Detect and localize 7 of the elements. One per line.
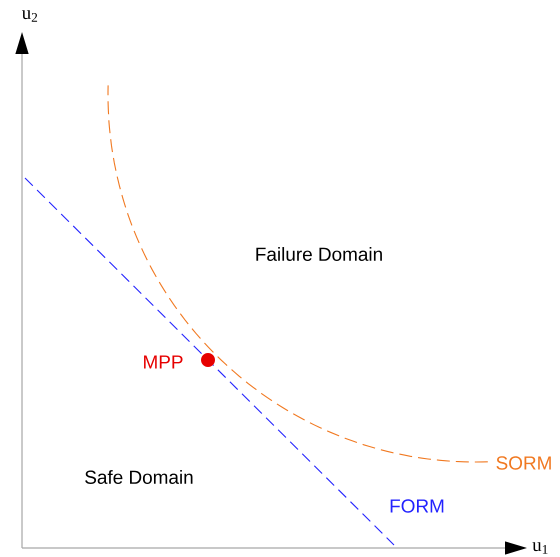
- axis-label: u$_{1}$: [532, 542, 548, 554]
- axis-label: u$_{2}$: [22, 10, 38, 22]
- curve-label: FORM: [390, 499, 444, 513]
- region-label: Failure Domain: [256, 247, 382, 261]
- region-label: Safe Domain: [85, 470, 192, 484]
- curve-label: SORM: [496, 456, 551, 470]
- point-label: MPP: [144, 356, 183, 368]
